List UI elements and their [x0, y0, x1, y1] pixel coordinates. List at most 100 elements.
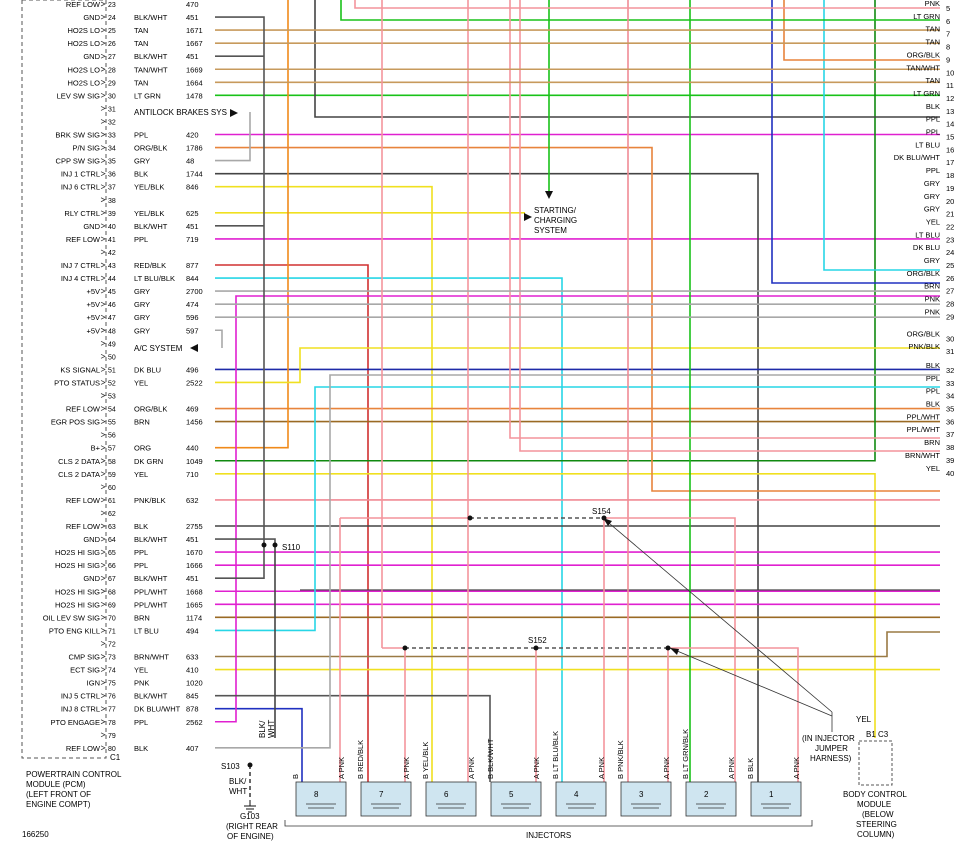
pcm-circuit-number: 846	[186, 183, 199, 192]
pcm-circuit-number: 451	[186, 222, 199, 231]
splice-dot	[402, 645, 408, 651]
terminal-wire-color: PPL/WHT	[907, 425, 941, 434]
pcm-wire-color: BLK/WHT	[134, 13, 168, 22]
pcm-wire-color: ORG/BLK	[134, 405, 167, 414]
wire-ltgrn-6	[340, 0, 940, 21]
injector-number: 8	[314, 790, 319, 799]
s152-label: S152	[528, 636, 547, 645]
pcm-pin-number: 75	[108, 681, 116, 688]
pcm-circuit-number: 440	[186, 444, 199, 453]
pin-chevron	[100, 615, 106, 620]
pcm-circuit-number: 451	[186, 574, 199, 583]
pcm-pin-label: REF LOW	[66, 744, 101, 753]
terminal-number: 8	[946, 43, 950, 52]
terminal-wire-color: DK BLU/WHT	[894, 153, 941, 162]
pcm-pin-number: 71	[108, 628, 116, 635]
pcm-circuit-number: 451	[186, 52, 199, 61]
pcm-pin-label: CLS 2 DATA	[58, 470, 100, 479]
terminal-number: 33	[946, 379, 954, 388]
pcm-wire-color: YEL	[134, 666, 148, 675]
pcm-pin-label: +5V	[86, 287, 100, 296]
terminal-number: 40	[946, 469, 954, 478]
pcm-pin-number: 43	[108, 263, 116, 270]
injector-body	[360, 781, 412, 817]
pin-chevron	[100, 706, 106, 712]
bcm-caption-4: STEERING	[856, 820, 897, 829]
pin-chevron	[100, 145, 106, 150]
bcm-caption-1: BODY CONTROL	[843, 790, 907, 799]
pcm-wire-color: GRY	[134, 157, 150, 166]
pcm-pin-label: CMP SIG	[68, 653, 100, 662]
pcm-pin-label: INJ 1 CTRL	[61, 170, 100, 179]
pcm-circuit-number: 633	[186, 653, 199, 662]
pcm-pin-label: CPP SW SIG	[56, 157, 101, 166]
pcm-circuit-number: 597	[186, 326, 199, 335]
pin-chevron	[100, 380, 106, 385]
pcm-pin-number: 46	[108, 302, 116, 309]
pcm-pin-label: PTO ENG KILL	[49, 626, 100, 635]
injector-number: 3	[639, 790, 644, 799]
pcm-pin-number: 73	[108, 655, 116, 662]
terminal-number: 12	[946, 94, 954, 103]
terminal-wire-color: LT GRN	[913, 89, 940, 98]
pcm-pin-number: 57	[108, 446, 116, 453]
pcm-pin-number: 63	[108, 524, 116, 531]
pin-chevron	[100, 53, 106, 59]
pcm-wire-color: TAN	[134, 26, 148, 35]
pin-chevron	[100, 79, 106, 85]
injector-b-wire: B RED/BLK	[356, 740, 365, 779]
starting-arrow-down	[545, 191, 553, 199]
injector-number: 6	[444, 790, 449, 799]
pin-chevron	[100, 667, 106, 672]
terminal-number: 22	[946, 222, 954, 231]
pcm-pin-label: +5V	[86, 313, 100, 322]
bcm-caption-5: COLUMN)	[857, 830, 895, 839]
terminal-number: 34	[946, 392, 954, 401]
wire-pnk-29	[519, 0, 940, 452]
wire-pnk-5	[354, 0, 940, 9]
pcm-pin-label: INJ 5 CTRL	[61, 692, 100, 701]
pcm-circuit-number: 1667	[186, 39, 203, 48]
wire-blkwht-inj5	[215, 694, 491, 782]
g103-label-1: G103	[240, 812, 260, 821]
injector-b-wire: B LT GRN/BLK	[681, 729, 690, 779]
pcm-circuit-number: 1665	[186, 600, 203, 609]
bcm-caption-3: (BELOW	[862, 810, 894, 819]
pcm-pin-number: 32	[108, 119, 116, 126]
wire-gry-ac	[215, 329, 223, 348]
pcm-wire-color: PPL	[134, 561, 148, 570]
injector-number: 2	[704, 790, 709, 799]
injector-b-wire: B BLK	[746, 758, 755, 779]
injector-b-wire: B	[291, 774, 300, 779]
terminal-number: 11	[946, 81, 954, 90]
pcm-pin-label: OIL LEV SW SIG	[43, 613, 100, 622]
terminal-number: 36	[946, 417, 954, 426]
starting-arrow	[524, 213, 532, 221]
injector-coil-icon	[566, 803, 596, 809]
blk-wht-vertical-2: WHT	[267, 720, 276, 738]
pcm-pin-number: 51	[108, 367, 116, 374]
starting-label-3: SYSTEM	[534, 226, 567, 235]
pcm-pin-number: 76	[108, 694, 116, 701]
pcm-caption-3: (LEFT FRONT OF	[26, 790, 91, 799]
pcm-pin-label: GND	[83, 52, 100, 61]
splice-dot	[261, 542, 267, 548]
pin-chevron	[100, 484, 106, 490]
terminal-number: 13	[946, 107, 954, 116]
pcm-circuit-number: 1020	[186, 679, 203, 688]
pin-chevron	[100, 523, 106, 529]
pcm-circuit-number: 494	[186, 626, 199, 635]
pcm-circuit-number: 469	[186, 405, 199, 414]
pcm-pin-label: GND	[83, 574, 100, 583]
pcm-pin-number: 52	[108, 380, 116, 387]
pin-chevron	[100, 223, 106, 229]
pin-chevron	[100, 66, 106, 72]
pcm-circuit-number: 1456	[186, 418, 203, 427]
pin-chevron	[100, 354, 106, 359]
terminal-number: 29	[946, 312, 954, 321]
starting-label-1: STARTING/	[534, 206, 577, 215]
wires-layer	[215, 0, 940, 800]
wire-blk-13	[314, 0, 940, 118]
